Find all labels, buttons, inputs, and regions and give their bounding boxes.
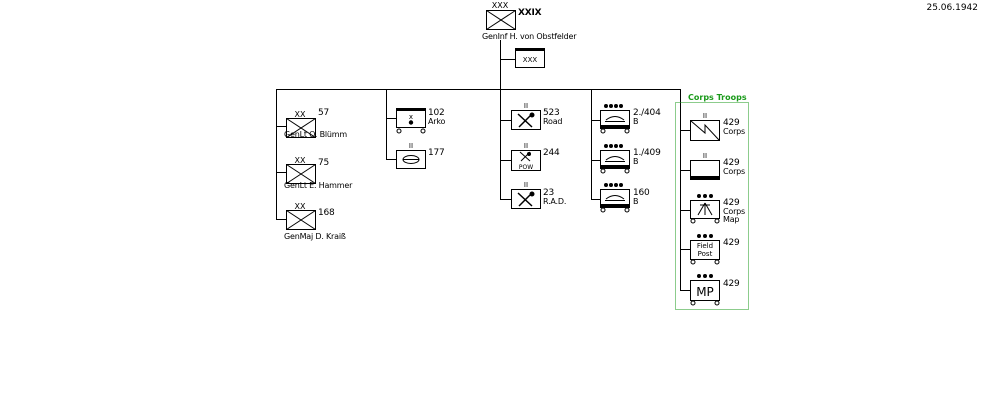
division-75-number: 75 — [318, 158, 330, 168]
ct-signal-number: 429 — [723, 118, 740, 128]
engineer-23-sub: R.A.D. — [543, 197, 567, 206]
division-168-number: 168 — [318, 208, 335, 218]
engineer-523-number: 523 — [543, 108, 560, 118]
svg-text:Post: Post — [698, 250, 713, 258]
bridging-409-number: 1./409 — [633, 148, 661, 158]
corps-troops-title: Corps Troops — [688, 93, 747, 102]
corps-map-429-symbol — [690, 194, 720, 224]
engineer-23-rad-symbol: II — [511, 181, 541, 209]
corps-designation: XXIX — [518, 8, 542, 18]
bridging-409-symbol — [600, 144, 630, 174]
ct-fieldpost-number: 429 — [723, 238, 740, 248]
svg-text:II: II — [409, 142, 413, 150]
svg-text:x: x — [409, 113, 413, 121]
engineer-23-number: 23 — [543, 188, 555, 198]
ct-map-number: 429 — [723, 198, 740, 208]
ct-mp-number: 429 — [723, 279, 740, 289]
division-75-commander: GenLt E. Hammer — [284, 181, 353, 190]
corps-hq-symbol: XXX — [486, 1, 516, 30]
engineer-244-number: 244 — [543, 148, 560, 158]
ct-supply-sub: Corps — [723, 167, 746, 176]
date-label: 25.06.1942 — [926, 3, 978, 13]
division-57-number: 57 — [318, 108, 330, 118]
svg-text:XX: XX — [295, 202, 306, 211]
corps-signal-429-symbol: II — [690, 112, 720, 141]
military-police-429-symbol: MP — [690, 274, 720, 306]
ct-supply-number: 429 — [723, 158, 740, 168]
ct-map-sub: Corps — [723, 207, 746, 216]
engineer-244-pow-symbol: II POW — [511, 142, 541, 171]
corps-commander: GenInf H. von Obstfelder — [482, 32, 577, 41]
division-168-symbol: XX — [286, 202, 316, 230]
engineer-523-symbol: II — [511, 102, 541, 130]
corps-hq-company-symbol: XXX — [515, 48, 545, 68]
bridging-404-symbol — [600, 104, 630, 134]
engineer-523-sub: Road — [543, 117, 563, 126]
bridging-409-sub: B — [633, 157, 639, 166]
svg-text:II: II — [703, 152, 707, 160]
bridging-160-number: 160 — [633, 188, 650, 198]
svg-text:II: II — [524, 142, 528, 150]
bridging-404-number: 2./404 — [633, 108, 661, 118]
ct-signal-sub: Corps — [723, 127, 746, 136]
svg-text:II: II — [703, 112, 707, 120]
corps-troops-frame — [675, 102, 749, 310]
artillery-177-number: 177 — [428, 148, 445, 158]
division-168-commander: GenMaj D. Kraiß — [284, 232, 346, 241]
svg-text:II: II — [524, 102, 528, 110]
ct-map-sub2: Map — [723, 215, 740, 224]
arko-number: 102 — [428, 108, 445, 118]
svg-text:MP: MP — [696, 285, 714, 299]
corps-supply-429-symbol: II — [690, 152, 720, 180]
division-75-symbol: XX — [286, 156, 316, 184]
bridging-160-symbol — [600, 183, 630, 213]
connectors — [276, 40, 690, 291]
svg-text:XX: XX — [295, 156, 306, 165]
svg-text:Field: Field — [697, 242, 713, 250]
division-57-commander: GenLt O. Blümm — [284, 130, 347, 139]
field-post-429-symbol: Field Post — [690, 234, 720, 265]
corps-echelon: XXX — [492, 1, 509, 10]
bridging-160-sub: B — [633, 197, 639, 206]
arko-sub: Arko — [428, 117, 446, 126]
svg-text:II: II — [524, 181, 528, 189]
svg-text:POW: POW — [519, 164, 533, 171]
artillery-177-symbol: II — [396, 142, 426, 169]
arko-102-symbol: x — [396, 108, 426, 134]
bridging-404-sub: B — [633, 117, 639, 126]
hq-echelon: XXX — [523, 56, 538, 64]
svg-text:XX: XX — [295, 110, 306, 119]
division-57-symbol: XX — [286, 110, 316, 138]
